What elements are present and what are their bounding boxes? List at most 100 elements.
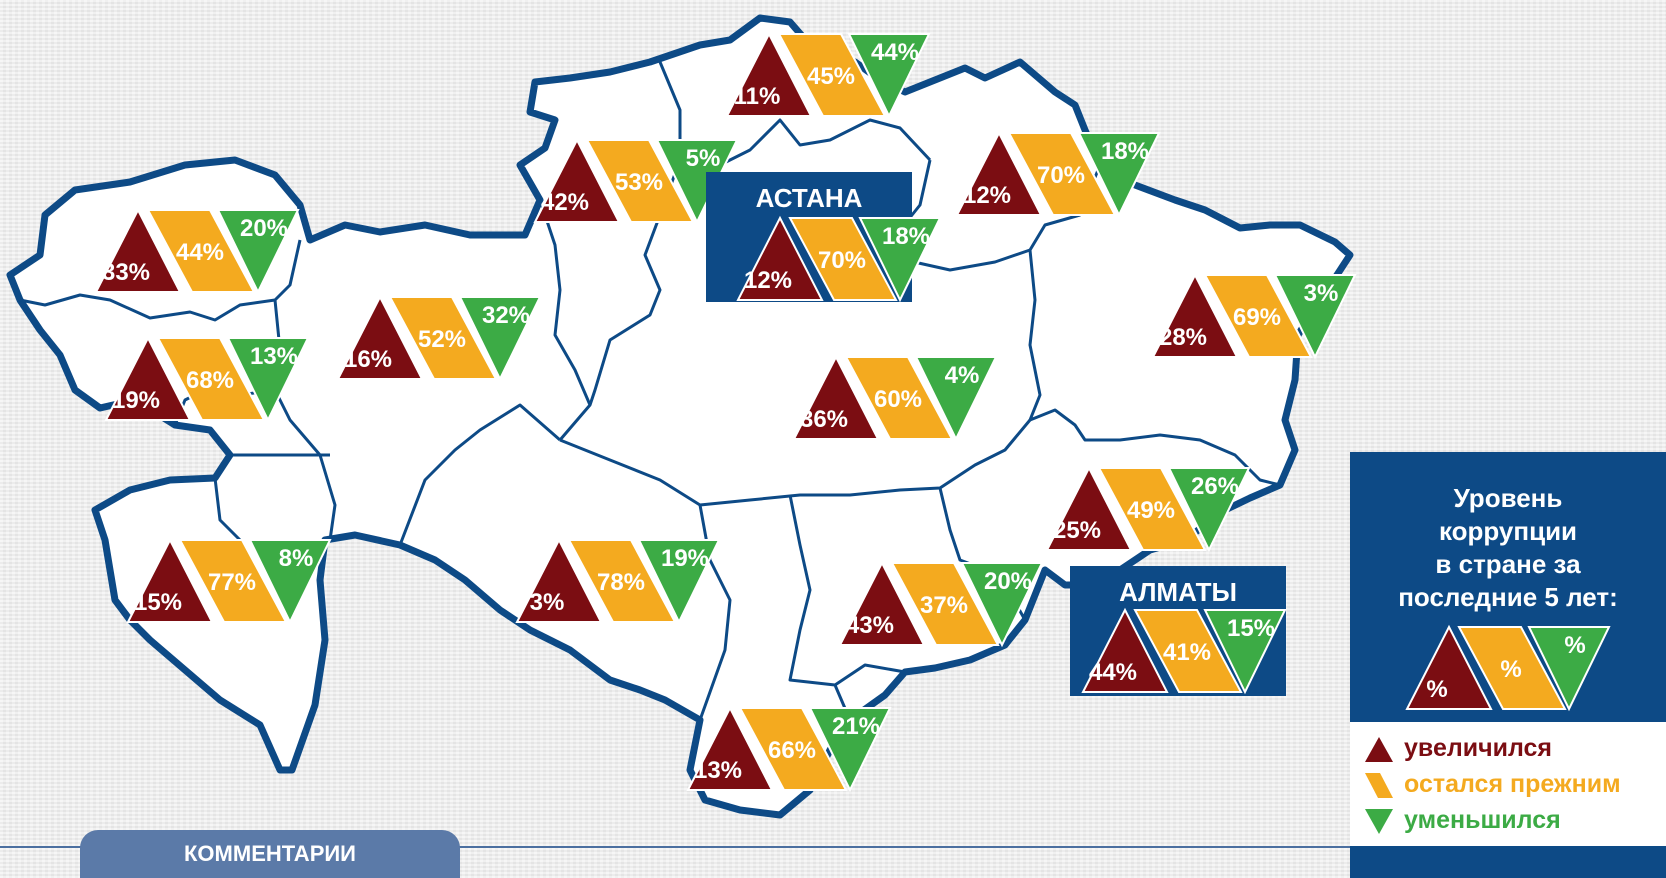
astana-label: АСТАНА: [755, 183, 863, 213]
mangystau-same-value: 77%: [208, 569, 256, 596]
almaty-region-same-parallelogram: [1097, 467, 1207, 551]
south-kazakhstan-increased-value: 13%: [694, 757, 742, 784]
almaty-increased-triangle: [1081, 607, 1169, 693]
north-kazakhstan-same-parallelogram: [777, 33, 887, 117]
north-kazakhstan-decreased-triangle: [847, 33, 931, 119]
almaty-region-increased-value: 25%: [1053, 517, 1101, 544]
karaganda-same-parallelogram: [844, 356, 954, 440]
pavlodar-increased-triangle: [955, 130, 1043, 216]
north-kazakhstan-same-value: 45%: [807, 63, 855, 90]
north-kazakhstan-decreased-value: 44%: [871, 39, 919, 66]
south-kazakhstan-same-parallelogram: [738, 707, 848, 791]
south-kazakhstan-decreased-triangle: [808, 707, 892, 793]
north-kazakhstan-increased-value: 11%: [734, 83, 781, 110]
west-kazakhstan-same-value: 44%: [176, 239, 224, 266]
pavlodar-decreased-value: 18%: [1101, 138, 1149, 165]
legend-sample-increased-triangle: [1405, 624, 1493, 710]
astana-same-value: 70%: [818, 247, 866, 274]
south-kazakhstan-badge: 13% 66% 21%: [686, 705, 892, 793]
east-kazakhstan-same-parallelogram: [1203, 274, 1313, 358]
comments-tab[interactable]: КОММЕНТАРИИ: [80, 830, 460, 878]
down-triangle-icon: [1365, 808, 1393, 834]
zhambyl-increased-triangle: [838, 560, 926, 646]
kostanay-increased-value: 42%: [541, 189, 589, 216]
south-kazakhstan-same-value: 66%: [768, 737, 816, 764]
east-kazakhstan-badge: 28%69%3%: [1151, 272, 1357, 360]
mangystau-increased-triangle: [126, 537, 214, 623]
legend-sample-increased-value: %: [1426, 676, 1447, 703]
kyzylorda-decreased-value: 19%: [661, 545, 709, 572]
legend-footer-bar: [1350, 846, 1666, 878]
kostanay-same-value: 53%: [615, 169, 663, 196]
pavlodar-same-value: 70%: [1037, 162, 1085, 189]
almaty-region-increased-triangle: [1045, 465, 1133, 551]
west-kazakhstan-decreased-value: 20%: [240, 215, 288, 242]
aktobe-decreased-triangle: [458, 296, 542, 382]
legend-same: остался прежним: [1364, 770, 1621, 799]
kostanay-badge: 42%53%5%: [533, 137, 739, 225]
karaganda-increased-value: 36%: [800, 406, 848, 433]
pavlodar-badge: 12% 70% 18%: [955, 130, 1161, 218]
west-kazakhstan-badge: 33% 44% 20%: [94, 207, 300, 295]
astana-increased-triangle: [736, 215, 824, 301]
astana-decreased-triangle: [858, 217, 942, 303]
legend-sample-badge: %%%: [1405, 624, 1611, 712]
almaty-decreased-triangle: [1203, 609, 1287, 695]
karaganda-increased-triangle: [792, 354, 880, 440]
astana-increased-value: 12%: [744, 267, 792, 294]
aktobe-same-value: 52%: [418, 326, 466, 353]
kyzylorda-increased-triangle: [515, 537, 603, 623]
legend-increased: увеличился: [1364, 734, 1552, 763]
footer-divider: [0, 846, 1350, 848]
aktobe-badge: 16%52%32%: [336, 294, 542, 382]
mangystau-increased-value: 15%: [134, 589, 182, 616]
legend-header: Уровень коррупции в стране за последние …: [1350, 452, 1666, 722]
kyzylorda-badge: 3%78%19%: [515, 537, 721, 625]
west-kazakhstan-same-parallelogram: [146, 209, 256, 293]
aktobe-decreased-value: 32%: [482, 302, 530, 329]
legend-sample-decreased-triangle: [1527, 626, 1611, 712]
zhambyl-badge: 43%37%20%: [838, 560, 1044, 648]
zhambyl-increased-value: 43%: [846, 612, 894, 639]
mangystau-same-parallelogram: [178, 539, 288, 623]
karaganda-decreased-triangle: [914, 356, 998, 442]
mangystau-decreased-value: 8%: [279, 545, 314, 572]
almaty-region-same-value: 49%: [1127, 497, 1175, 524]
aktobe-increased-triangle: [336, 294, 424, 380]
astana-decreased-value: 18%: [882, 223, 930, 250]
kyzylorda-same-value: 78%: [597, 569, 645, 596]
pavlodar-increased-value: 12%: [963, 182, 1011, 209]
north-kazakhstan-increased-triangle: [725, 31, 813, 117]
west-kazakhstan-increased-triangle: [94, 207, 182, 293]
almaty-increased-value: 44%: [1089, 659, 1137, 686]
legend-title: Уровень коррупции в стране за последние …: [1398, 483, 1618, 612]
east-kazakhstan-same-value: 69%: [1233, 304, 1281, 331]
zhambyl-same-value: 37%: [920, 592, 968, 619]
mangystau-badge: 15% 77% 8%: [126, 537, 332, 625]
west-kazakhstan-decreased-triangle: [216, 209, 300, 295]
astana-same-parallelogram: [788, 217, 898, 301]
south-kazakhstan-decreased-value: 21%: [832, 713, 880, 740]
mangystau-decreased-triangle: [248, 539, 332, 625]
east-kazakhstan-increased-triangle: [1151, 272, 1239, 358]
atyrau-increased-value: 19%: [112, 387, 160, 414]
atyrau-same-value: 68%: [186, 367, 234, 394]
atyrau-decreased-value: 13%: [250, 343, 298, 370]
legend-sample-decreased-value: %: [1564, 632, 1585, 659]
legend-sample-same-value: %: [1500, 656, 1521, 683]
east-kazakhstan-decreased-triangle: [1273, 274, 1357, 360]
karaganda-same-value: 60%: [874, 386, 922, 413]
karaganda-badge: 36%60%4%: [792, 354, 998, 442]
up-triangle-icon: [1365, 736, 1393, 762]
legend-same-label: остался прежним: [1404, 770, 1621, 798]
pavlodar-decreased-triangle: [1077, 132, 1161, 218]
atyrau-decreased-triangle: [226, 337, 310, 423]
almaty-same-parallelogram: [1133, 609, 1243, 693]
almaty-region-badge: 25%49%26%: [1045, 465, 1251, 553]
west-kazakhstan-increased-value: 33%: [102, 259, 150, 286]
kostanay-increased-triangle: [533, 137, 621, 223]
almaty-label: АЛМАТЫ: [1119, 577, 1237, 607]
south-kazakhstan-increased-triangle: [686, 705, 774, 791]
zhambyl-decreased-triangle: [960, 562, 1044, 648]
